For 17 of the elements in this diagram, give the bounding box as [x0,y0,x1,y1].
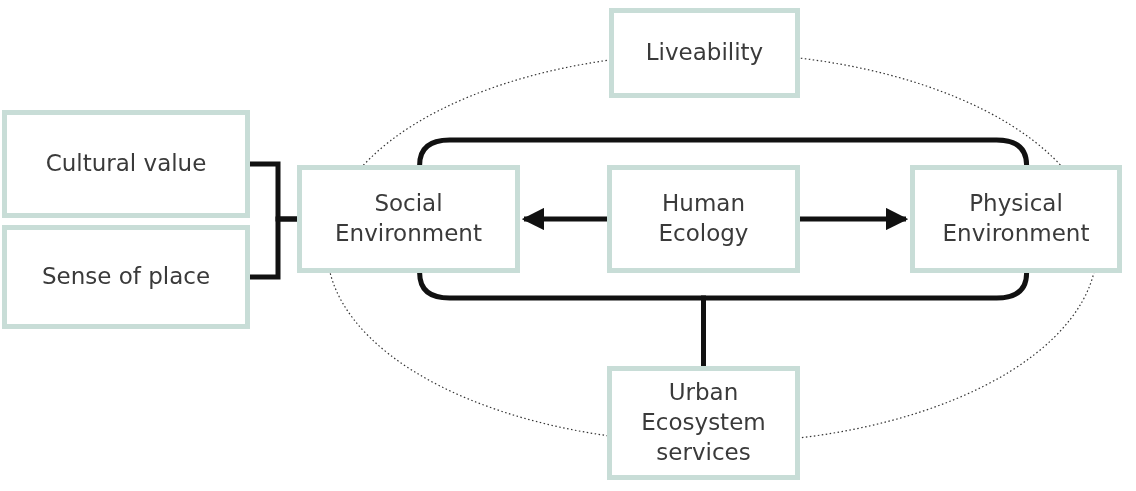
arrow [800,207,909,231]
text-box [2,110,250,218]
node-label: Liveability [644,38,765,68]
node-label: Social Environment [334,189,483,248]
node-label: Sense of place [40,262,212,292]
node-label: Human Ecology [657,189,750,248]
node-label: Cultural value [44,149,208,179]
text-box [607,165,800,273]
text-box [2,225,250,329]
text-box [609,8,800,98]
node-label: Urban Ecosystem services [640,378,767,467]
text-box [297,165,520,273]
node-label: Physical Environment [941,189,1091,248]
bracket-line [250,216,297,280]
text-box [607,366,800,480]
text-box [910,165,1122,273]
arrow [521,207,607,231]
